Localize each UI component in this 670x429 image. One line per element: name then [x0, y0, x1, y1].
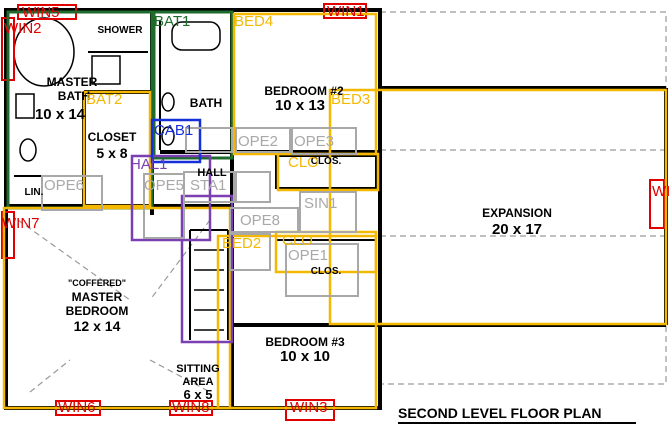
tag-window: WIN2 [4, 20, 42, 37]
tag-window: WIN1 [327, 3, 365, 20]
tag-bathroom: BAT1 [154, 13, 190, 30]
room-label-closet-lower: CLOS. [311, 266, 342, 277]
tag-opening: OPE6 [44, 177, 84, 194]
tag-window: WI [652, 183, 670, 200]
room-label-closet: CLOSET [88, 130, 137, 144]
room-label-sitting-area-size: 6 x 5 [184, 387, 213, 402]
tag-bedroom: BED4 [234, 13, 273, 30]
room-label-hall: HALL [197, 167, 227, 179]
tag-window: WIN6 [58, 399, 96, 416]
tag-closet: CLO [282, 232, 313, 249]
plan-title: SECOND LEVEL FLOOR PLAN [398, 405, 602, 421]
room-label-closet-size: 5 x 8 [96, 145, 127, 161]
room-label-master-bath: BATH [58, 89, 90, 103]
room-labels: SHOWER MASTER BATH 10 x 14 CLOSET 5 x 8 … [25, 25, 552, 402]
room-label-master-bedroom: BEDROOM [66, 304, 129, 318]
tag-window: WIN3 [290, 399, 328, 416]
opening-outlines [41, 127, 359, 297]
room-label-sitting-area: SITTING [176, 363, 219, 375]
room-label-master-bath-size: 10 x 14 [35, 106, 86, 123]
tag-bedroom: BED2 [222, 235, 261, 252]
tag-opening: OPE5 [144, 177, 184, 194]
room-label-expansion-size: 20 x 17 [492, 221, 542, 238]
tag-opening: OPE3 [294, 133, 334, 150]
tag-bedroom: BED3 [331, 91, 370, 108]
room-label-shower: SHOWER [98, 25, 144, 36]
room-label-bedroom-2-size: 10 x 13 [275, 97, 325, 114]
cabinet-outline [150, 118, 202, 164]
tag-window: WIN7 [2, 215, 40, 232]
tag-hall: HAL1 [130, 156, 168, 173]
tag-opening: OPE1 [288, 247, 328, 264]
room-label-master-bedroom: MASTER [72, 290, 123, 304]
tag-window: WIN5 [22, 4, 60, 21]
room-label-linen: LIN. [25, 187, 44, 198]
bedroom-outlines [2, 12, 668, 410]
tag-opening: OPE2 [238, 133, 278, 150]
room-label-master-bath: MASTER [47, 75, 98, 89]
room-label-bedroom-3-size: 10 x 10 [280, 348, 330, 365]
tag-stair: STA1 [190, 177, 226, 194]
room-label-coffered: "COFFERED" [68, 278, 126, 288]
room-label-bedroom-2: BEDROOM #2 [264, 84, 344, 98]
tag-closet: CLO [288, 154, 319, 171]
room-label-sitting-area: AREA [182, 376, 213, 388]
room-label-closet-upper: CLOS. [311, 156, 342, 167]
tag-window: WIN8 [172, 399, 210, 416]
room-label-expansion: EXPANSION [482, 206, 552, 220]
tag-sink: SIN1 [304, 195, 337, 212]
room-label-bedroom-3: BEDROOM #3 [265, 335, 345, 349]
tag-opening: OPE8 [240, 212, 280, 229]
window-markers [1, 3, 665, 421]
tag-cabinet: CAB1 [154, 122, 193, 139]
tag-bathroom: BAT2 [86, 91, 122, 108]
room-label-master-bedroom-size: 12 x 14 [74, 318, 121, 334]
annotation-tags: WIN5 WIN2 BAT1 BED4 WIN1 BED3 BAT2 CAB1 … [2, 3, 670, 416]
room-label-bath: BATH [190, 96, 222, 110]
